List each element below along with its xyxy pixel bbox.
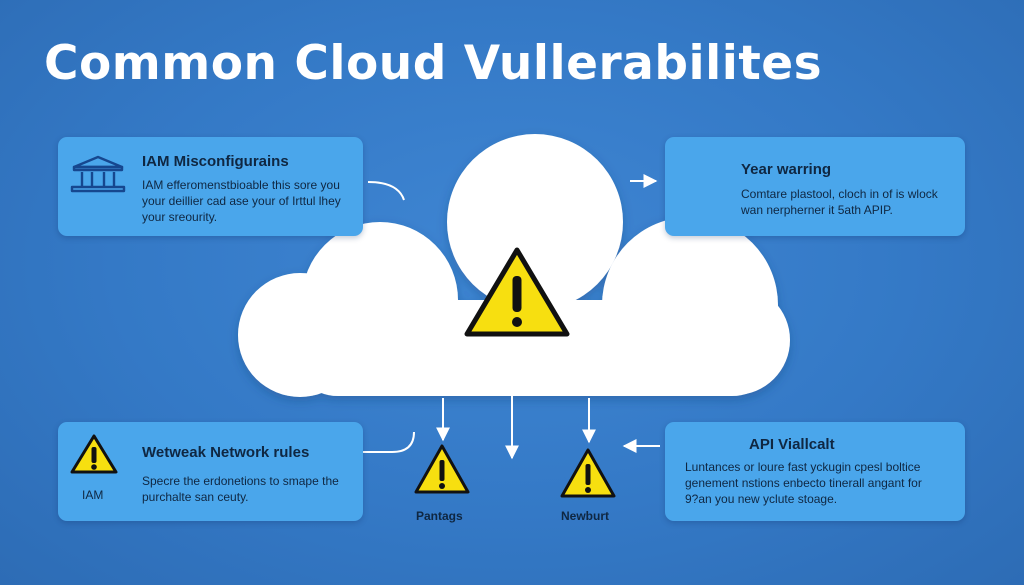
card-heading: Wetweak Network rules — [142, 444, 310, 461]
card-year-warning: Year warring Comtare plastool, cloch in … — [665, 137, 965, 236]
card-weak-network-rules: IAM Wetweak Network rules Specre the erd… — [58, 422, 363, 521]
card-text-line: your deillier cad ase your of Irttul lhe… — [142, 194, 341, 208]
card-text-line: Luntances or loure fast yckugin cpesl bo… — [685, 460, 921, 474]
warning-label-pantags: Pantags — [416, 509, 463, 523]
card-text-line: purchalte san ceuty. — [142, 490, 249, 504]
card-heading: API Viallcalt — [749, 436, 835, 453]
card-description: Specre the erdonetions to smape the purc… — [142, 473, 339, 505]
card-text-line: Specre the erdonetions to smape the — [142, 474, 339, 488]
warning-label-newburt: Newburt — [561, 509, 609, 523]
warning-triangle-icon — [414, 444, 470, 494]
connector-top-left — [367, 181, 405, 201]
card-description: IAM efferomenstbioable this sore you you… — [142, 177, 341, 225]
card-text-line: IAM efferomenstbioable this sore you — [142, 178, 340, 192]
warning-triangle-icon — [464, 247, 570, 337]
connectors — [328, 174, 660, 460]
bank-building-icon — [70, 155, 126, 200]
card-heading: IAM Misconfigurains — [142, 153, 289, 170]
card-api-vulnerability: API Viallcalt Luntances or loure fast yc… — [665, 422, 965, 521]
card-description: Comtare plastool, cloch in of is wlock w… — [741, 186, 938, 218]
card-text-line: genement nstions enbecto tinerall angant… — [685, 476, 922, 490]
warning-triangle-icon — [68, 432, 120, 483]
warning-triangle-icon — [560, 448, 616, 498]
card-iam-misconfigurations: IAM Misconfigurains IAM efferomenstbioab… — [58, 137, 363, 236]
card-text-line: your sreourity. — [142, 210, 218, 224]
card-icon-label: IAM — [82, 488, 104, 502]
card-text-line: Comtare plastool, cloch in of is wlock — [741, 187, 938, 201]
card-description: Luntances or loure fast yckugin cpesl bo… — [685, 459, 922, 507]
connector-bottom-left — [328, 431, 415, 459]
card-text-line: wan nerpherner it 5ath APIP. — [741, 203, 893, 217]
central-cloud — [238, 134, 790, 397]
card-heading: Year warring — [741, 161, 832, 178]
card-text-line: 9?an you new yclute stoage. — [685, 492, 838, 506]
page-title: Common Cloud Vullerabilites — [44, 36, 823, 91]
